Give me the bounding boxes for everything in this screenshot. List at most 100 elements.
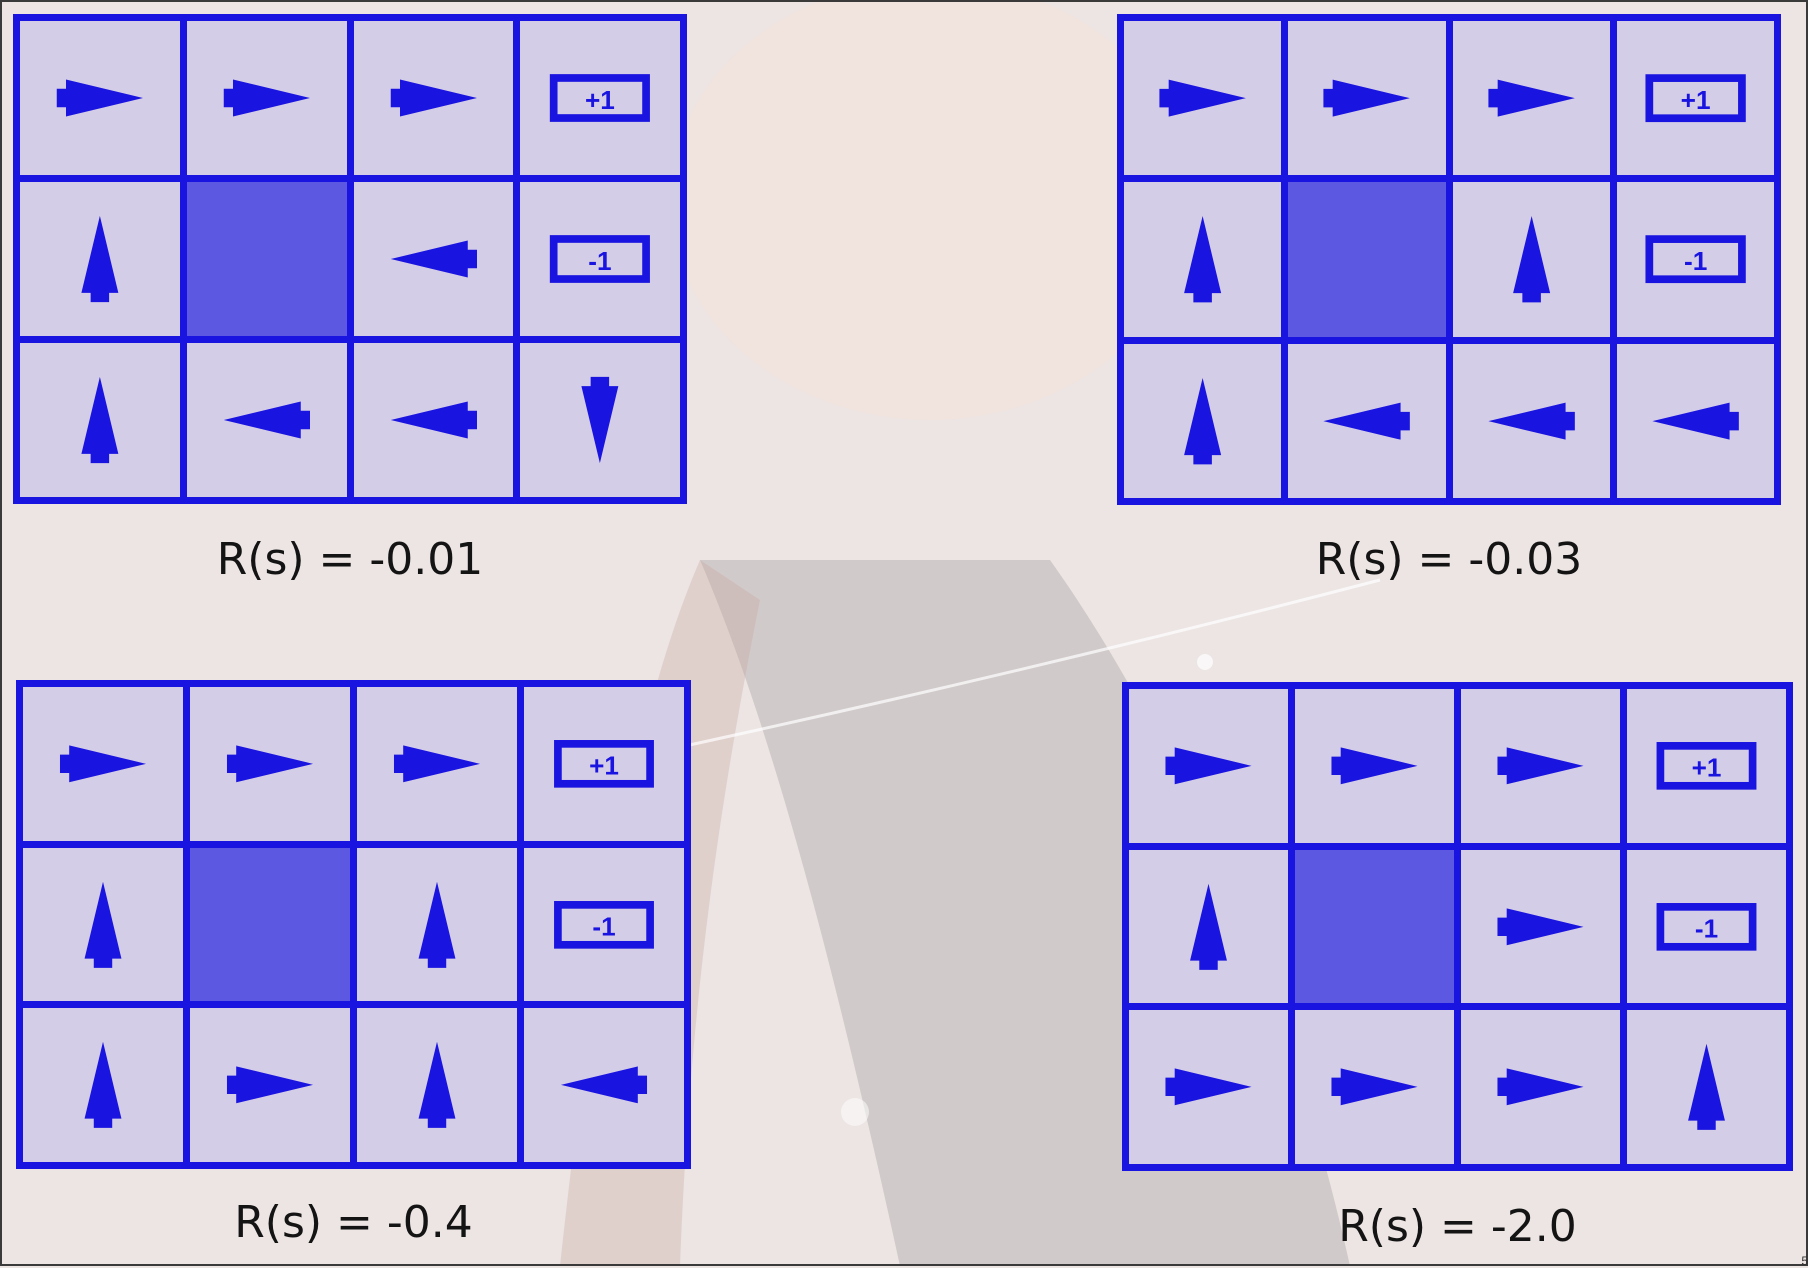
reward-label: +1: [1692, 753, 1722, 783]
arrow-up-icon: [418, 1042, 456, 1129]
policy-cell: [357, 1008, 517, 1162]
arrow-up-icon: [1190, 883, 1227, 970]
policy-cell: [1461, 1010, 1620, 1164]
arrow-right-icon: [1159, 79, 1246, 117]
policy-cell: [23, 1008, 183, 1162]
wall-cell: [186, 182, 347, 336]
arrow-right-icon: [1165, 747, 1252, 785]
policy-panel-1: +1 -1 R(s) = -0.01: [13, 14, 687, 585]
terminal-cell-negative: -1: [1616, 182, 1774, 337]
arrow-right-icon: [56, 79, 143, 117]
policy-cell: [186, 343, 347, 497]
terminal-cell-positive: +1: [524, 687, 684, 841]
arrow-right-icon: [1331, 1068, 1418, 1106]
reward-caption: R(s) = -0.03: [1315, 534, 1583, 585]
reward-minus-box: -1: [1656, 902, 1757, 951]
policy-cell: [20, 343, 180, 497]
policy-cell: [1452, 343, 1610, 498]
reward-plus-box: +1: [1645, 74, 1746, 123]
policy-cell: [1129, 849, 1288, 1004]
reward-label: +1: [1680, 85, 1710, 115]
terminal-cell-positive: +1: [1616, 21, 1774, 176]
policy-cell: [1452, 21, 1610, 176]
page-number: 5: [1801, 1254, 1808, 1268]
policy-cell: [1295, 689, 1454, 843]
arrow-right-icon: [59, 745, 147, 783]
arrow-right-icon: [1487, 79, 1575, 117]
arrow-up-icon: [81, 215, 119, 303]
reward-label: -1: [592, 911, 615, 941]
policy-cell: [1288, 343, 1446, 498]
policy-cell: [1452, 182, 1610, 337]
policy-cell: [1627, 1010, 1786, 1164]
arrow-up-icon: [84, 1042, 122, 1129]
arrow-right-icon: [1331, 747, 1418, 785]
policy-cell: [190, 1008, 350, 1162]
policy-cell: [357, 687, 517, 841]
reward-label: -1: [588, 246, 611, 276]
reward-minus-box: -1: [554, 900, 654, 949]
arrow-left-icon: [1487, 402, 1575, 440]
policy-cell: [20, 21, 180, 175]
arrow-up-icon: [418, 881, 456, 968]
arrow-right-icon: [1165, 1068, 1252, 1106]
arrow-right-icon: [226, 1066, 314, 1104]
terminal-cell-negative: -1: [524, 847, 684, 1002]
reward-label: +1: [585, 85, 615, 115]
arrow-right-icon: [223, 79, 310, 117]
reward-minus-box: -1: [550, 235, 651, 283]
wall-cell: [1295, 849, 1454, 1004]
arrow-right-icon: [1497, 747, 1584, 785]
arrow-up-icon: [1184, 377, 1222, 465]
policy-cell: [1461, 689, 1620, 843]
reward-label: -1: [1684, 246, 1707, 276]
reward-caption: R(s) = -0.01: [216, 534, 484, 585]
terminal-cell-negative: -1: [1627, 849, 1786, 1004]
arrow-up-icon: [1184, 216, 1222, 303]
wall-cell: [190, 847, 350, 1002]
policy-cell: [1124, 21, 1282, 176]
reward-label: +1: [589, 751, 619, 781]
policy-cell: [353, 343, 514, 497]
policy-cell: [520, 343, 680, 497]
policy-cell: [1295, 1010, 1454, 1164]
policy-panel-4: +1 -1 R(s) = -2.0: [1122, 682, 1793, 1266]
wall-cell: [1288, 182, 1446, 337]
policy-cell: [1129, 1010, 1288, 1164]
policy-panel-2: +1 -1 R(s) = -0.03: [1117, 14, 1781, 585]
reward-plus-box: +1: [550, 74, 651, 122]
arrow-left-icon: [1652, 402, 1739, 440]
reward-plus-box: +1: [1656, 742, 1757, 790]
arrow-up-icon: [1688, 1044, 1725, 1131]
policy-cell: [357, 847, 517, 1002]
policy-cell: [186, 21, 347, 175]
terminal-cell-positive: +1: [520, 21, 680, 175]
reward-label: -1: [1695, 913, 1718, 943]
reward-caption: R(s) = -2.0: [1338, 1201, 1577, 1252]
reward-minus-box: -1: [1645, 235, 1746, 284]
policy-cell: [1124, 343, 1282, 498]
reward-caption: R(s) = -0.4: [234, 1197, 473, 1248]
terminal-cell-negative: -1: [520, 182, 680, 336]
arrow-left-icon: [1323, 402, 1411, 440]
policy-cell: [1124, 182, 1282, 337]
policy-cell: [353, 21, 514, 175]
policy-cell: [1461, 849, 1620, 1004]
policy-cell: [1288, 21, 1446, 176]
policy-cell: [23, 847, 183, 1002]
policy-cell: [23, 687, 183, 841]
arrow-right-icon: [390, 79, 477, 117]
arrow-up-icon: [81, 376, 119, 464]
arrow-left-icon: [390, 240, 477, 278]
arrow-down-icon: [581, 376, 619, 464]
policy-cell: [1616, 343, 1774, 498]
terminal-cell-positive: +1: [1627, 689, 1786, 843]
grid-world: +1 -1: [1122, 682, 1793, 1171]
arrow-up-icon: [84, 881, 122, 968]
policy-cell: [190, 687, 350, 841]
arrow-right-icon: [1497, 1068, 1584, 1106]
arrow-right-icon: [1323, 79, 1411, 117]
grid-world: +1 -1: [16, 680, 691, 1169]
grid-world: +1 -1: [13, 14, 687, 504]
policy-panel-3: +1 -1 R(s) = -0.4: [16, 680, 691, 1266]
